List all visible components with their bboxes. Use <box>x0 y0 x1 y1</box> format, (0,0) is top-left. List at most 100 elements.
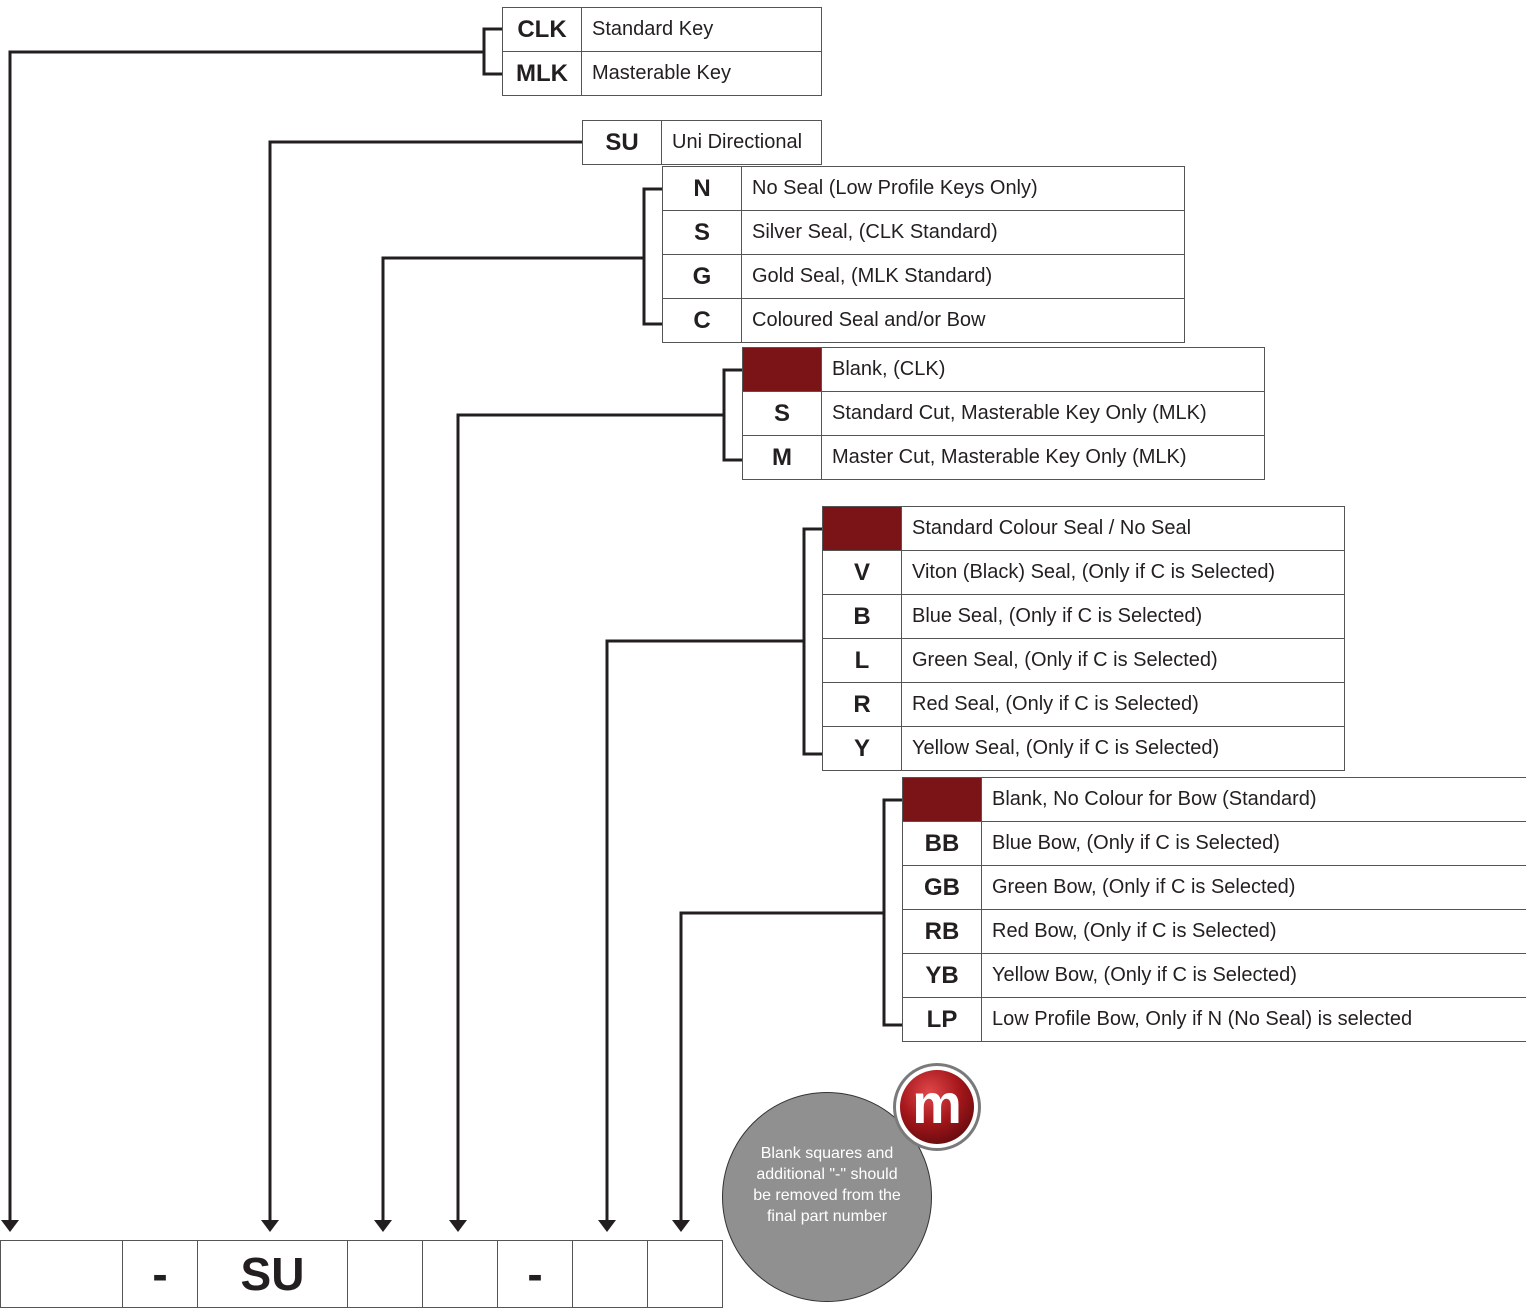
table-row: V Viton (Black) Seal, (Only if C is Sele… <box>822 550 1345 595</box>
part-number-cell <box>347 1240 423 1308</box>
bracket-cut <box>722 368 742 462</box>
option-code: S <box>662 210 742 255</box>
table-row: MLK Masterable Key <box>502 51 822 96</box>
option-description: Master Cut, Masterable Key Only (MLK) <box>821 435 1265 480</box>
part-number-cell: - <box>497 1240 573 1308</box>
option-description: No Seal (Low Profile Keys Only) <box>741 166 1185 211</box>
option-code: L <box>822 638 902 683</box>
arrow-direction <box>261 1220 279 1232</box>
option-code: BB <box>902 821 982 866</box>
blank-swatch <box>742 347 822 392</box>
table-row: N No Seal (Low Profile Keys Only) <box>662 166 1185 211</box>
part-number-cell <box>572 1240 648 1308</box>
option-description: Standard Colour Seal / No Seal <box>901 506 1345 551</box>
option-description: Blank, (CLK) <box>821 347 1265 392</box>
option-code: N <box>662 166 742 211</box>
option-description: Standard Cut, Masterable Key Only (MLK) <box>821 391 1265 436</box>
wire-direction <box>268 140 582 1222</box>
brand-logo-icon: m <box>893 1063 981 1151</box>
table-row: GB Green Bow, (Only if C is Selected) <box>902 865 1526 910</box>
arrow-seal <box>374 1220 392 1232</box>
seal-colour-table: Standard Colour Seal / No Seal V Viton (… <box>822 506 1345 771</box>
option-code: GB <box>902 865 982 910</box>
arrow-bow <box>672 1220 690 1232</box>
table-row: B Blue Seal, (Only if C is Selected) <box>822 594 1345 639</box>
table-row: RB Red Bow, (Only if C is Selected) <box>902 909 1526 954</box>
seal-table: N No Seal (Low Profile Keys Only) S Silv… <box>662 166 1185 343</box>
option-code: SU <box>582 120 662 165</box>
option-code: M <box>742 435 822 480</box>
option-description: Masterable Key <box>581 51 822 96</box>
option-description: Silver Seal, (CLK Standard) <box>741 210 1185 255</box>
part-number-cell: SU <box>197 1240 348 1308</box>
option-description: Low Profile Bow, Only if N (No Seal) is … <box>981 997 1526 1042</box>
wire-seal-colour <box>605 639 804 1222</box>
blank-swatch <box>902 777 982 822</box>
option-description: Green Seal, (Only if C is Selected) <box>901 638 1345 683</box>
table-row: BB Blue Bow, (Only if C is Selected) <box>902 821 1526 866</box>
arrow-seal-colour <box>598 1220 616 1232</box>
option-description: Standard Key <box>581 7 822 52</box>
table-row: Y Yellow Seal, (Only if C is Selected) <box>822 726 1345 771</box>
table-row: R Red Seal, (Only if C is Selected) <box>822 682 1345 727</box>
option-description: Blank, No Colour for Bow (Standard) <box>981 777 1526 822</box>
table-row: S Standard Cut, Masterable Key Only (MLK… <box>742 391 1265 436</box>
option-description: Blue Seal, (Only if C is Selected) <box>901 594 1345 639</box>
table-row: M Master Cut, Masterable Key Only (MLK) <box>742 435 1265 480</box>
wire-seal <box>381 256 644 1222</box>
part-number-cell <box>0 1240 123 1308</box>
wire-bow <box>679 911 884 1222</box>
part-number-row: - SU - <box>0 1240 723 1308</box>
direction-table: SU Uni Directional <box>582 120 822 165</box>
option-description: Red Seal, (Only if C is Selected) <box>901 682 1345 727</box>
option-code: CLK <box>502 7 582 52</box>
option-code: C <box>662 298 742 343</box>
bracket-bow <box>882 798 902 1027</box>
option-code: G <box>662 254 742 299</box>
option-code: S <box>742 391 822 436</box>
table-row: CLK Standard Key <box>502 7 822 52</box>
part-number-boxes: - SU - <box>0 1240 723 1308</box>
table-row: Blank, (CLK) <box>742 347 1265 392</box>
option-code: B <box>822 594 902 639</box>
key-type-table: CLK Standard Key MLK Masterable Key <box>502 7 822 96</box>
blank-swatch <box>822 506 902 551</box>
table-row: Blank, No Colour for Bow (Standard) <box>902 777 1526 822</box>
table-row: SU Uni Directional <box>582 120 822 165</box>
option-code: RB <box>902 909 982 954</box>
option-code: V <box>822 550 902 595</box>
option-description: Uni Directional <box>661 120 822 165</box>
option-code: Y <box>822 726 902 771</box>
note-bubble: Blank squares and additional "-" should … <box>722 1092 932 1302</box>
cut-table: Blank, (CLK) S Standard Cut, Masterable … <box>742 347 1265 480</box>
arrow-cut <box>449 1220 467 1232</box>
logo-letter: m <box>912 1072 962 1135</box>
bracket-key-type <box>482 27 502 76</box>
option-code: YB <box>902 953 982 998</box>
option-description: Red Bow, (Only if C is Selected) <box>981 909 1526 954</box>
note-text: Blank squares and additional "-" should … <box>753 1145 901 1225</box>
option-description: Green Bow, (Only if C is Selected) <box>981 865 1526 910</box>
bracket-seal-colour <box>802 527 822 756</box>
table-row: Standard Colour Seal / No Seal <box>822 506 1345 551</box>
bracket-seal <box>642 187 662 326</box>
table-row: LP Low Profile Bow, Only if N (No Seal) … <box>902 997 1526 1042</box>
part-number-cell: - <box>122 1240 198 1308</box>
option-description: Blue Bow, (Only if C is Selected) <box>981 821 1526 866</box>
option-description: Gold Seal, (MLK Standard) <box>741 254 1185 299</box>
part-number-cell <box>647 1240 723 1308</box>
table-row: YB Yellow Bow, (Only if C is Selected) <box>902 953 1526 998</box>
option-code: LP <box>902 997 982 1042</box>
table-row: S Silver Seal, (CLK Standard) <box>662 210 1185 255</box>
table-row: L Green Seal, (Only if C is Selected) <box>822 638 1345 683</box>
option-description: Yellow Seal, (Only if C is Selected) <box>901 726 1345 771</box>
wire-key-type <box>8 50 484 1222</box>
wire-cut <box>456 413 724 1222</box>
option-code: R <box>822 682 902 727</box>
option-code: MLK <box>502 51 582 96</box>
option-description: Yellow Bow, (Only if C is Selected) <box>981 953 1526 998</box>
table-row: C Coloured Seal and/or Bow <box>662 298 1185 343</box>
bow-table: Blank, No Colour for Bow (Standard) BB B… <box>902 777 1526 1042</box>
table-row: G Gold Seal, (MLK Standard) <box>662 254 1185 299</box>
